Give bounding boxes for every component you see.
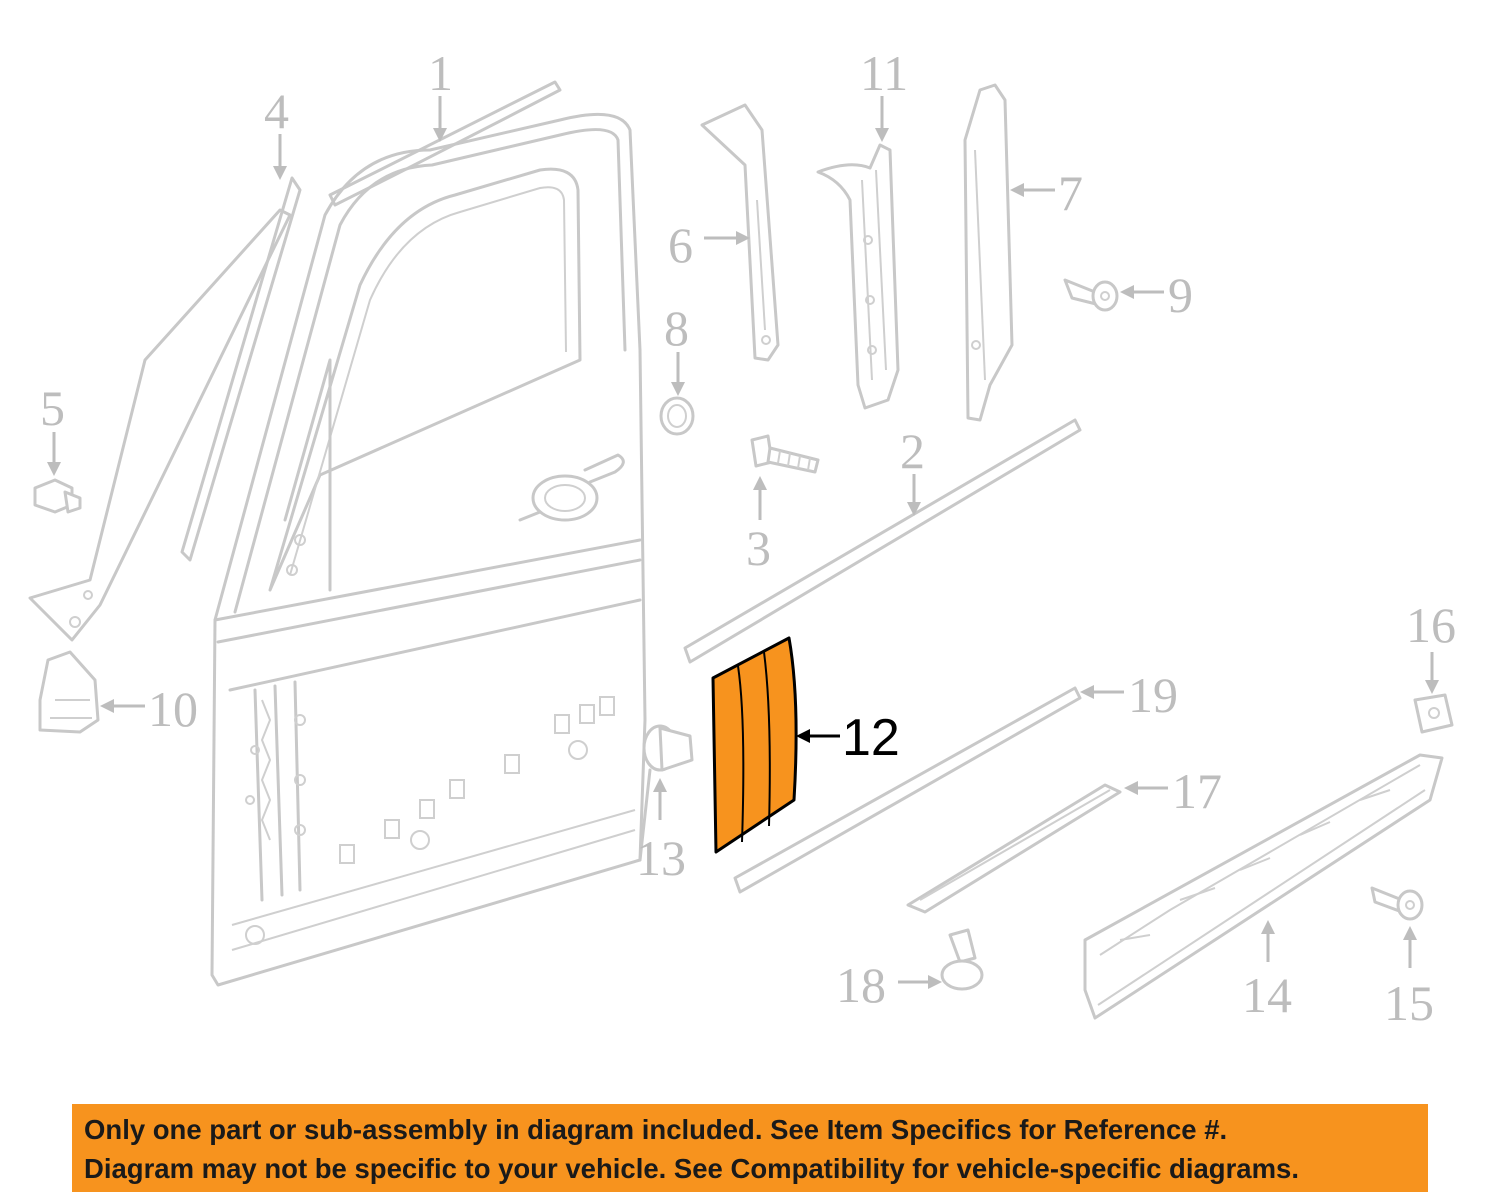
part-2-belt-moulding xyxy=(683,418,1082,664)
svg-text:1: 1 xyxy=(428,45,453,101)
disclaimer-line-1: Only one part or sub-assembly in diagram… xyxy=(84,1114,1228,1145)
callout-8: 8 xyxy=(664,300,689,396)
part-5-bolt xyxy=(33,478,82,514)
part-15-screw xyxy=(1370,886,1424,921)
svg-text:19: 19 xyxy=(1128,667,1178,723)
part-12-shape xyxy=(711,636,798,854)
part-11-b-pillar-applique xyxy=(816,143,900,410)
svg-text:7: 7 xyxy=(1058,165,1083,221)
svg-text:5: 5 xyxy=(40,380,65,436)
parts-diagram: 1 4 11 7 6 9 8 5 2 3 xyxy=(28,45,1456,1031)
callout-1: 1 xyxy=(428,45,453,142)
callout-7: 7 xyxy=(1010,165,1083,221)
part-6-b-pillar-trim xyxy=(700,103,780,362)
part-9-screw xyxy=(1063,278,1119,312)
callout-17: 17 xyxy=(1124,763,1222,819)
part-12-door-applique-highlighted xyxy=(711,636,798,854)
svg-text:4: 4 xyxy=(264,83,289,139)
svg-text:6: 6 xyxy=(668,217,693,273)
svg-text:13: 13 xyxy=(636,830,686,886)
svg-text:14: 14 xyxy=(1242,967,1292,1023)
part-8-grommet xyxy=(659,396,695,436)
callout-3: 3 xyxy=(746,476,771,576)
callout-2: 2 xyxy=(900,423,925,516)
part-3-bolt xyxy=(750,434,820,474)
callout-19: 19 xyxy=(1080,667,1178,723)
svg-text:11: 11 xyxy=(860,45,908,101)
callout-6: 6 xyxy=(668,217,750,273)
part-19-lower-moulding xyxy=(733,686,1082,894)
svg-text:12: 12 xyxy=(842,709,900,767)
svg-text:8: 8 xyxy=(664,300,689,356)
callout-16: 16 xyxy=(1406,597,1456,694)
svg-text:2: 2 xyxy=(900,423,925,479)
disclaimer-line-2: Diagram may not be specific to your vehi… xyxy=(84,1153,1299,1184)
svg-text:9: 9 xyxy=(1168,267,1193,323)
svg-text:18: 18 xyxy=(836,957,886,1013)
svg-text:3: 3 xyxy=(746,520,771,576)
callout-11: 11 xyxy=(860,45,908,142)
callout-14: 14 xyxy=(1242,920,1292,1023)
part-4-a-pillar-moulding xyxy=(180,176,302,562)
callout-9: 9 xyxy=(1120,267,1193,323)
part-16-nut-clip xyxy=(1413,693,1454,734)
callout-10: 10 xyxy=(100,681,198,737)
part-1-roof-moulding xyxy=(328,80,562,207)
callout-12-highlighted: 12 xyxy=(796,709,900,767)
svg-text:10: 10 xyxy=(148,681,198,737)
disclaimer-banner: Only one part or sub-assembly in diagram… xyxy=(72,1104,1428,1192)
part-13-clip xyxy=(642,724,694,772)
callout-13: 13 xyxy=(636,778,686,886)
svg-text:17: 17 xyxy=(1172,763,1222,819)
a-pillar-trim xyxy=(28,208,292,642)
front-door-shell xyxy=(210,112,652,987)
callout-5: 5 xyxy=(40,380,65,476)
callout-15: 15 xyxy=(1384,926,1434,1031)
part-10-bracket xyxy=(38,650,100,734)
part-7-rear-pillar-trim xyxy=(963,83,1014,422)
svg-text:15: 15 xyxy=(1384,975,1434,1031)
part-18-pushpin xyxy=(940,928,984,991)
callout-4: 4 xyxy=(264,83,289,180)
callout-18: 18 xyxy=(836,957,942,1013)
part-14-rocker-moulding xyxy=(1083,753,1444,1020)
part-17-sill-trim xyxy=(906,783,1122,914)
svg-text:16: 16 xyxy=(1406,597,1456,653)
